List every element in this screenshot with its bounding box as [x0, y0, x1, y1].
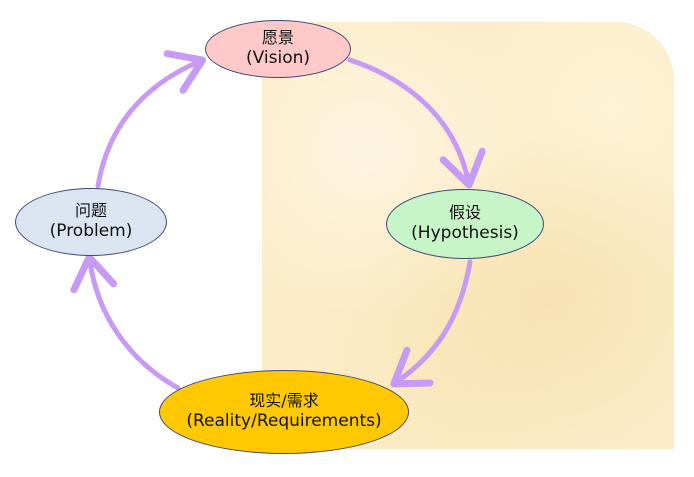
arrow-reality-to-problem — [70, 253, 181, 391]
node-problem-label-en: (Problem) — [49, 221, 133, 242]
node-problem: 问题 (Problem) — [15, 188, 167, 256]
node-vision: 愿景 (Vision) — [205, 20, 351, 78]
arrow-hypothesis-to-reality — [390, 259, 473, 388]
arrow-problem-to-vision — [95, 50, 207, 189]
node-hypothesis-label-cn: 假设 — [448, 203, 481, 223]
node-reality-label-en: (Reality/Requirements) — [186, 411, 382, 432]
arrow-vision-to-hypothesis — [347, 57, 486, 189]
node-vision-label-en: (Vision) — [246, 48, 310, 69]
node-hypothesis-label-en: (Hypothesis) — [411, 223, 519, 244]
node-vision-label-cn: 愿景 — [261, 28, 294, 48]
node-hypothesis: 假设 (Hypothesis) — [386, 189, 544, 259]
node-reality-label-cn: 现实/需求 — [249, 391, 319, 411]
node-reality: 现实/需求 (Reality/Requirements) — [159, 370, 409, 454]
node-problem-label-cn: 问题 — [74, 201, 107, 221]
